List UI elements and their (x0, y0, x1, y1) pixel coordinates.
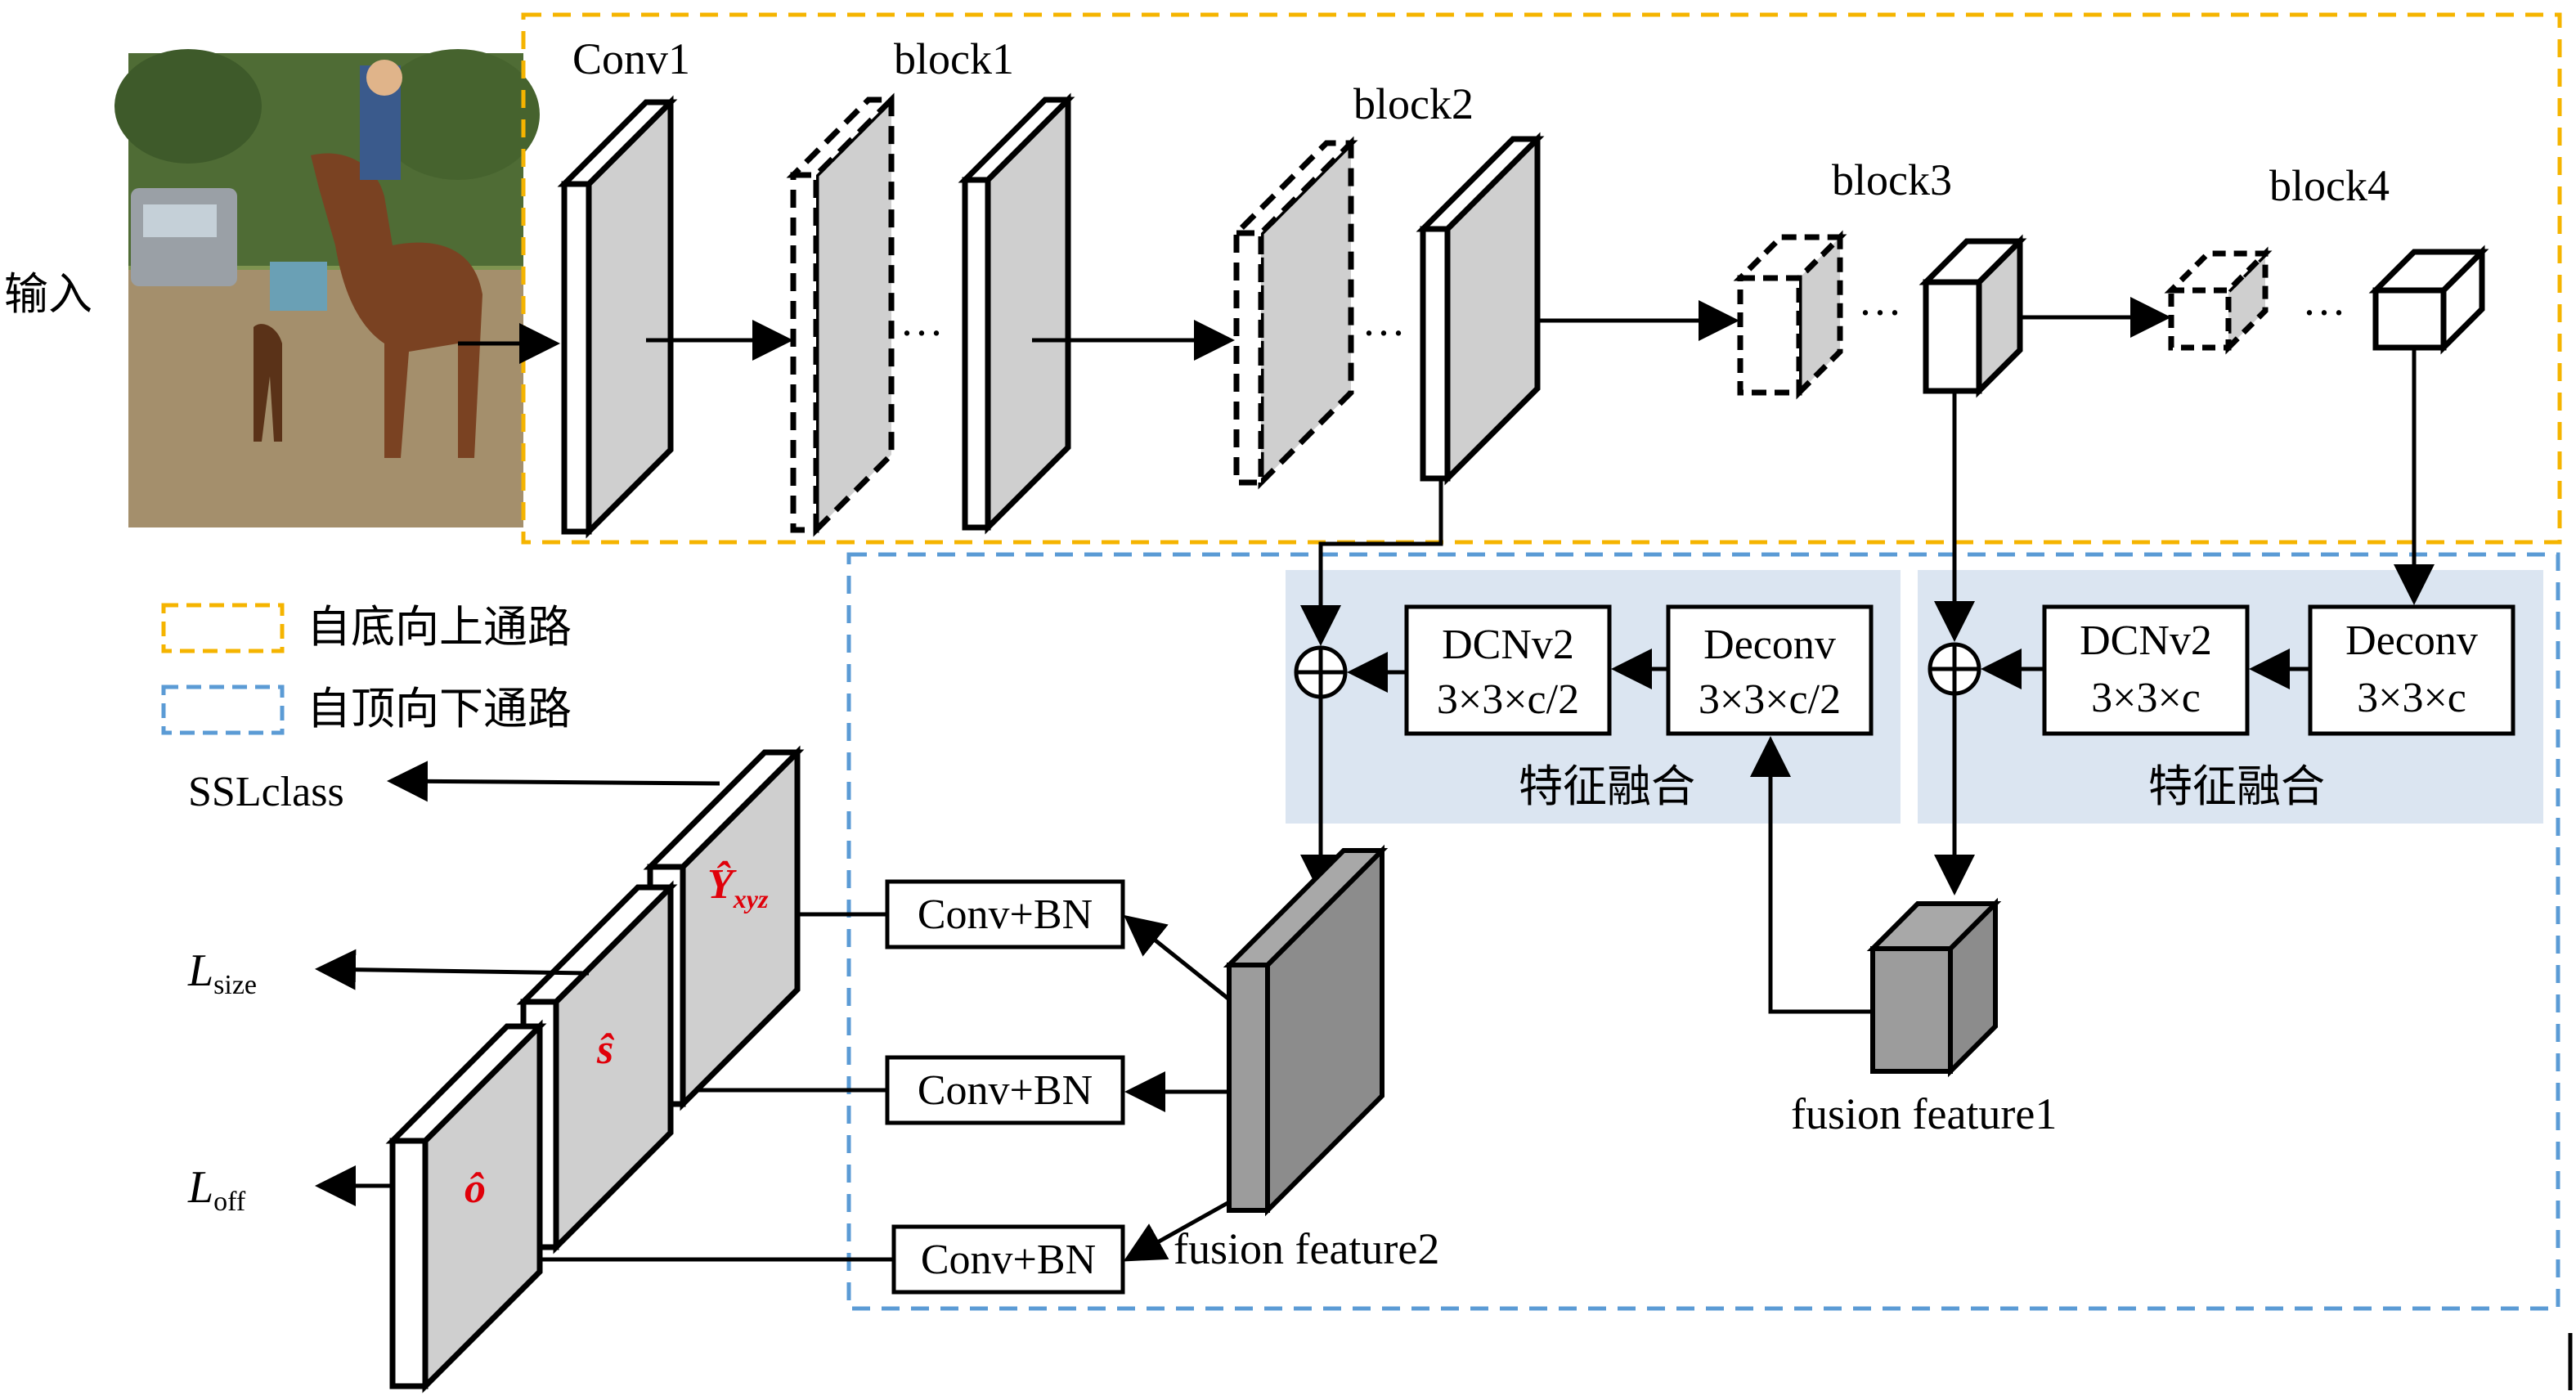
block2-label: block2 (1353, 79, 1474, 128)
block3-dashed-layer (1733, 230, 1847, 400)
head-o-label: ô (464, 1165, 486, 1212)
dcnv2-left-line2: 3×3×c/2 (1437, 676, 1579, 723)
dcnv2-right-line2: 3×3×c (2091, 675, 2201, 721)
conv1-layer (557, 95, 678, 539)
deconv-box-right (2308, 604, 2515, 736)
input-label: 输入 (4, 268, 92, 320)
bottom-up-region (521, 12, 2562, 545)
block3-label: block3 (1832, 155, 1952, 204)
block4-dashed-layer (2164, 246, 2273, 355)
conv1-label: Conv1 (572, 34, 690, 83)
dcnv2-box-left (1404, 604, 1612, 736)
conv-bn-label-2: Conv+BN (918, 1067, 1093, 1114)
topdown-arrows (1300, 348, 2435, 1014)
input-image (114, 49, 540, 527)
fusion-feature2-label: fusion feature2 (1174, 1224, 1439, 1273)
ellipsis-1: ··· (900, 308, 944, 357)
block4-label: block4 (2269, 161, 2390, 210)
head-y-label: Ŷxyz (707, 860, 769, 913)
deconv-left-line2: 3×3×c/2 (1699, 676, 1841, 723)
conv-bn-box-2 (885, 1055, 1125, 1125)
sum-node-right (1928, 642, 1981, 696)
fusion-feature1-label: fusion feature1 (1791, 1089, 2057, 1138)
head-panel-o (385, 1019, 547, 1394)
deconv-right-line2: 3×3×c (2357, 675, 2466, 721)
fusion-feature2-slab (1223, 844, 1389, 1217)
conv-bn-label-1: Conv+BN (918, 891, 1093, 938)
block4-layer (2368, 245, 2489, 355)
output-arrows (315, 761, 720, 1206)
conv-bn-label-3: Conv+BN (921, 1237, 1096, 1283)
dcnv2-left-line1: DCNv2 (1442, 622, 1574, 668)
legend-bottom-up-swatch (161, 603, 285, 653)
l-size-label: Lsize (187, 945, 257, 1000)
fusion-feature1-cube (1866, 897, 2002, 1078)
head-s-label: ŝ (596, 1026, 615, 1073)
fusion-left-caption: 特征融合 (1519, 761, 1695, 812)
block1-layer (958, 92, 1075, 535)
legend-top-down-swatch (161, 685, 285, 735)
dcnv2-right-line1: DCNv2 (2080, 617, 2212, 664)
ssl-class-label: SSLclass (188, 769, 344, 815)
ellipsis-4: ··· (2302, 288, 2346, 337)
l-off-label: Loff (187, 1162, 246, 1217)
head-branch-arrows (487, 894, 1231, 1280)
legend-top-down-label: 自顶向下通路 (307, 683, 572, 734)
backbone-arrows (458, 297, 2171, 364)
deconv-right-line1: Deconv (2345, 617, 2478, 664)
legend-bottom-up-label: 自底向上通路 (307, 601, 572, 653)
deconv-left-line1: Deconv (1703, 622, 1836, 668)
ellipsis-3: ··· (1858, 288, 1902, 337)
fusion-right-caption: 特征融合 (2148, 761, 2325, 812)
top-down-region (846, 552, 2560, 1311)
block1-label: block1 (894, 34, 1014, 83)
sum-node-left (1294, 645, 1348, 699)
block2-dashed-layer (1229, 136, 1358, 490)
ellipsis-2: ··· (1362, 308, 1406, 357)
block1-dashed-layer (786, 92, 899, 537)
block2-layer (1416, 132, 1545, 486)
block3-layer (1919, 234, 2027, 398)
